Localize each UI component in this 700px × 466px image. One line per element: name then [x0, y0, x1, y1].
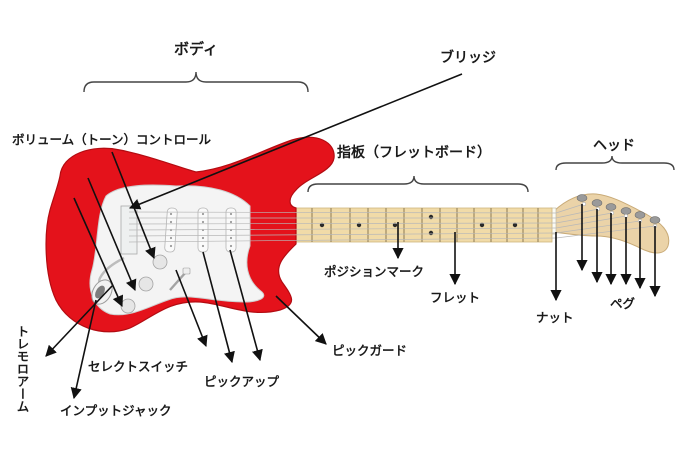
fingerboard	[249, 207, 553, 243]
label-select-switch: セレクトスイッチ	[88, 359, 188, 374]
label-head: ヘッド	[593, 138, 635, 154]
label-position-mark: ポジションマーク	[324, 264, 424, 279]
fingerboard-brace	[307, 175, 529, 193]
label-fingerboard: 指板（フレットボード）	[337, 144, 491, 161]
leader-arrows	[45, 73, 661, 400]
label-peg: ペグ	[610, 296, 636, 311]
label-volume-tone-control: ボリューム（トーン）コントロール	[12, 132, 212, 147]
frets	[270, 208, 539, 242]
pegs	[576, 194, 661, 224]
body-brace	[83, 71, 309, 93]
strings	[128, 203, 656, 243]
label-input-jack: インプットジャック	[60, 403, 172, 418]
head-brace	[555, 155, 675, 171]
label-bridge: ブリッジ	[440, 49, 496, 66]
guitar-illustration	[45, 136, 670, 333]
label-pickguard: ピックガード	[332, 343, 407, 358]
select-switch	[169, 267, 191, 291]
pickguard	[89, 184, 265, 316]
label-fret: フレット	[430, 290, 480, 305]
label-pickup: ピックアップ	[204, 374, 280, 389]
label-nut: ナット	[536, 310, 574, 325]
label-tremolo-arm: トレモロアーム	[15, 325, 30, 413]
label-body: ボディ	[174, 40, 218, 58]
control-knobs	[120, 254, 168, 314]
